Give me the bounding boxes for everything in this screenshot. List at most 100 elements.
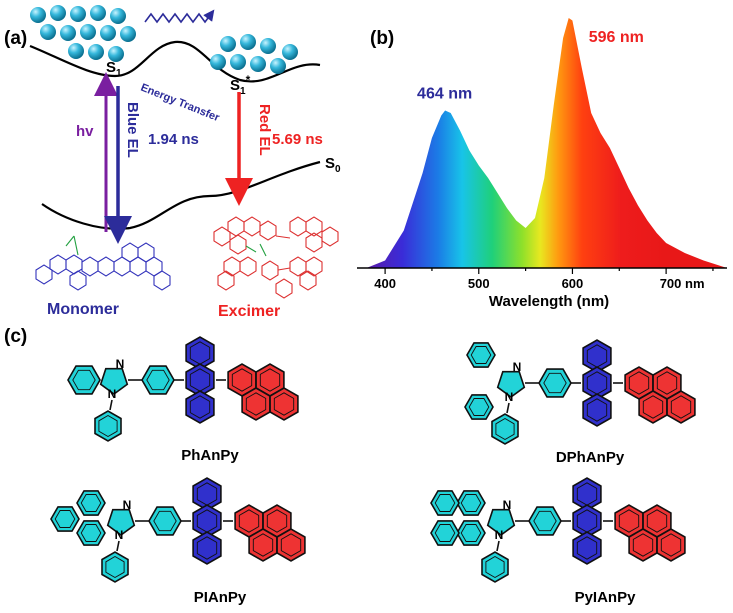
phenanthrene-ring [76,490,106,516]
wavy-arrow [144,9,215,24]
ring-inner-bond [618,509,640,533]
monomer-label: Monomer [47,301,119,318]
phenanthrene-ring [50,506,80,532]
peak-label-blue: 464 nm [417,86,472,103]
red-lifetime-label: 5.69 ns [272,131,323,148]
ring-inner-bond [231,368,253,392]
spectrum-area [366,18,727,268]
ring-inner-bond [495,417,515,441]
bond [506,402,510,414]
panel-b-label: (b) [370,28,394,49]
x-tick-label: 700 nm [660,276,705,291]
ring-inner-bond [543,372,567,394]
anthracene-ring [192,531,222,565]
panel-a: (a) [4,5,341,320]
ring-inner-bond [98,414,118,438]
red-el-label: Red EL [256,104,273,156]
ring-inner-bond [485,555,505,579]
molecule-name-label: DPhAnPy [556,449,625,466]
s0-label: S0 [325,155,341,175]
ring-inner-bond [259,368,281,392]
ring-inner-bond [153,510,177,532]
pyrene-fused-ring [430,490,460,516]
phenanthrene-ring [76,520,106,546]
excimer-label: Excimer [218,303,280,320]
molecule-dphanpy: N N DPhAnPy [464,339,696,466]
n-phenyl-ring [481,551,509,583]
anthracene-ring [582,393,612,427]
ring-inner-bond [576,536,598,560]
ring-inner-bond [656,371,678,395]
ring-inner-bond [146,369,170,391]
phenyl-ring [466,342,496,368]
bond [109,399,113,411]
ring-inner-bond [670,395,692,419]
s1-label: S1 [106,59,122,79]
ring-inner-bond [660,533,682,557]
nitrogen-atom-label: N [108,387,117,401]
energy-transfer-label: Energy Transfer [139,82,222,125]
nitrogen-atom-label: N [495,528,504,542]
benzo-ring [67,365,101,395]
x-tick-label: 500 [468,276,490,291]
ring-inner-bond [460,524,482,542]
pyrene-ring [276,528,306,562]
ring-inner-bond [434,524,456,542]
x-tick-label: 400 [374,276,396,291]
ring-inner-bond [533,510,557,532]
bond [116,540,120,552]
ring-inner-bond [460,494,482,512]
pyrene-ring [666,390,696,424]
pyrene-fused-ring [430,520,460,546]
molecule-name-label: PyIAnPy [575,589,637,606]
nitrogen-atom-label: N [116,357,125,371]
ring-inner-bond [252,533,274,557]
pyrene-ring [269,387,299,421]
nitrogen-atom-label: N [115,528,124,542]
s1star-label: S1* [230,73,251,97]
ring-inner-bond [245,392,267,416]
ring-inner-bond [628,371,650,395]
pyrene-ring [656,528,686,562]
hv-label: hv [76,123,94,140]
ground-state-curve [41,160,321,230]
exciton-spheres [30,5,298,74]
ring-inner-bond [72,369,96,391]
molecule-name-label: PIAnPy [194,589,247,606]
ring-inner-bond [470,346,492,364]
ring-inner-bond [266,509,288,533]
ring-inner-bond [105,555,125,579]
anthracene-ring [185,390,215,424]
panel-c-label: (c) [4,326,27,347]
bond [496,540,500,552]
excited-state-curve [29,40,321,83]
ring-inner-bond [586,398,608,422]
blue-lifetime-label: 1.94 ns [148,131,199,148]
ring-inner-bond [238,509,260,533]
x-axis-label: Wavelength (nm) [489,293,609,310]
monomer-structure [35,235,171,291]
anthracene-ring [572,531,602,565]
blue-el-label: Blue EL [124,102,141,158]
nitrogen-atom-label: N [513,360,522,374]
ring-inner-bond [632,533,654,557]
n-phenyl-ring [491,413,519,445]
n-phenyl-ring [94,410,122,442]
ring-inner-bond [642,395,664,419]
ring-inner-bond [280,533,302,557]
nitrogen-atom-label: N [123,498,132,512]
imidazole-ring [99,367,129,395]
imidazole-ring [106,508,136,536]
n-phenyl-ring [101,551,129,583]
ring-inner-bond [80,524,102,542]
nitrogen-atom-label: N [505,390,514,404]
peak-label-red: 596 nm [589,29,644,46]
ring-inner-bond [468,398,490,416]
phenyl-ring [464,394,494,420]
